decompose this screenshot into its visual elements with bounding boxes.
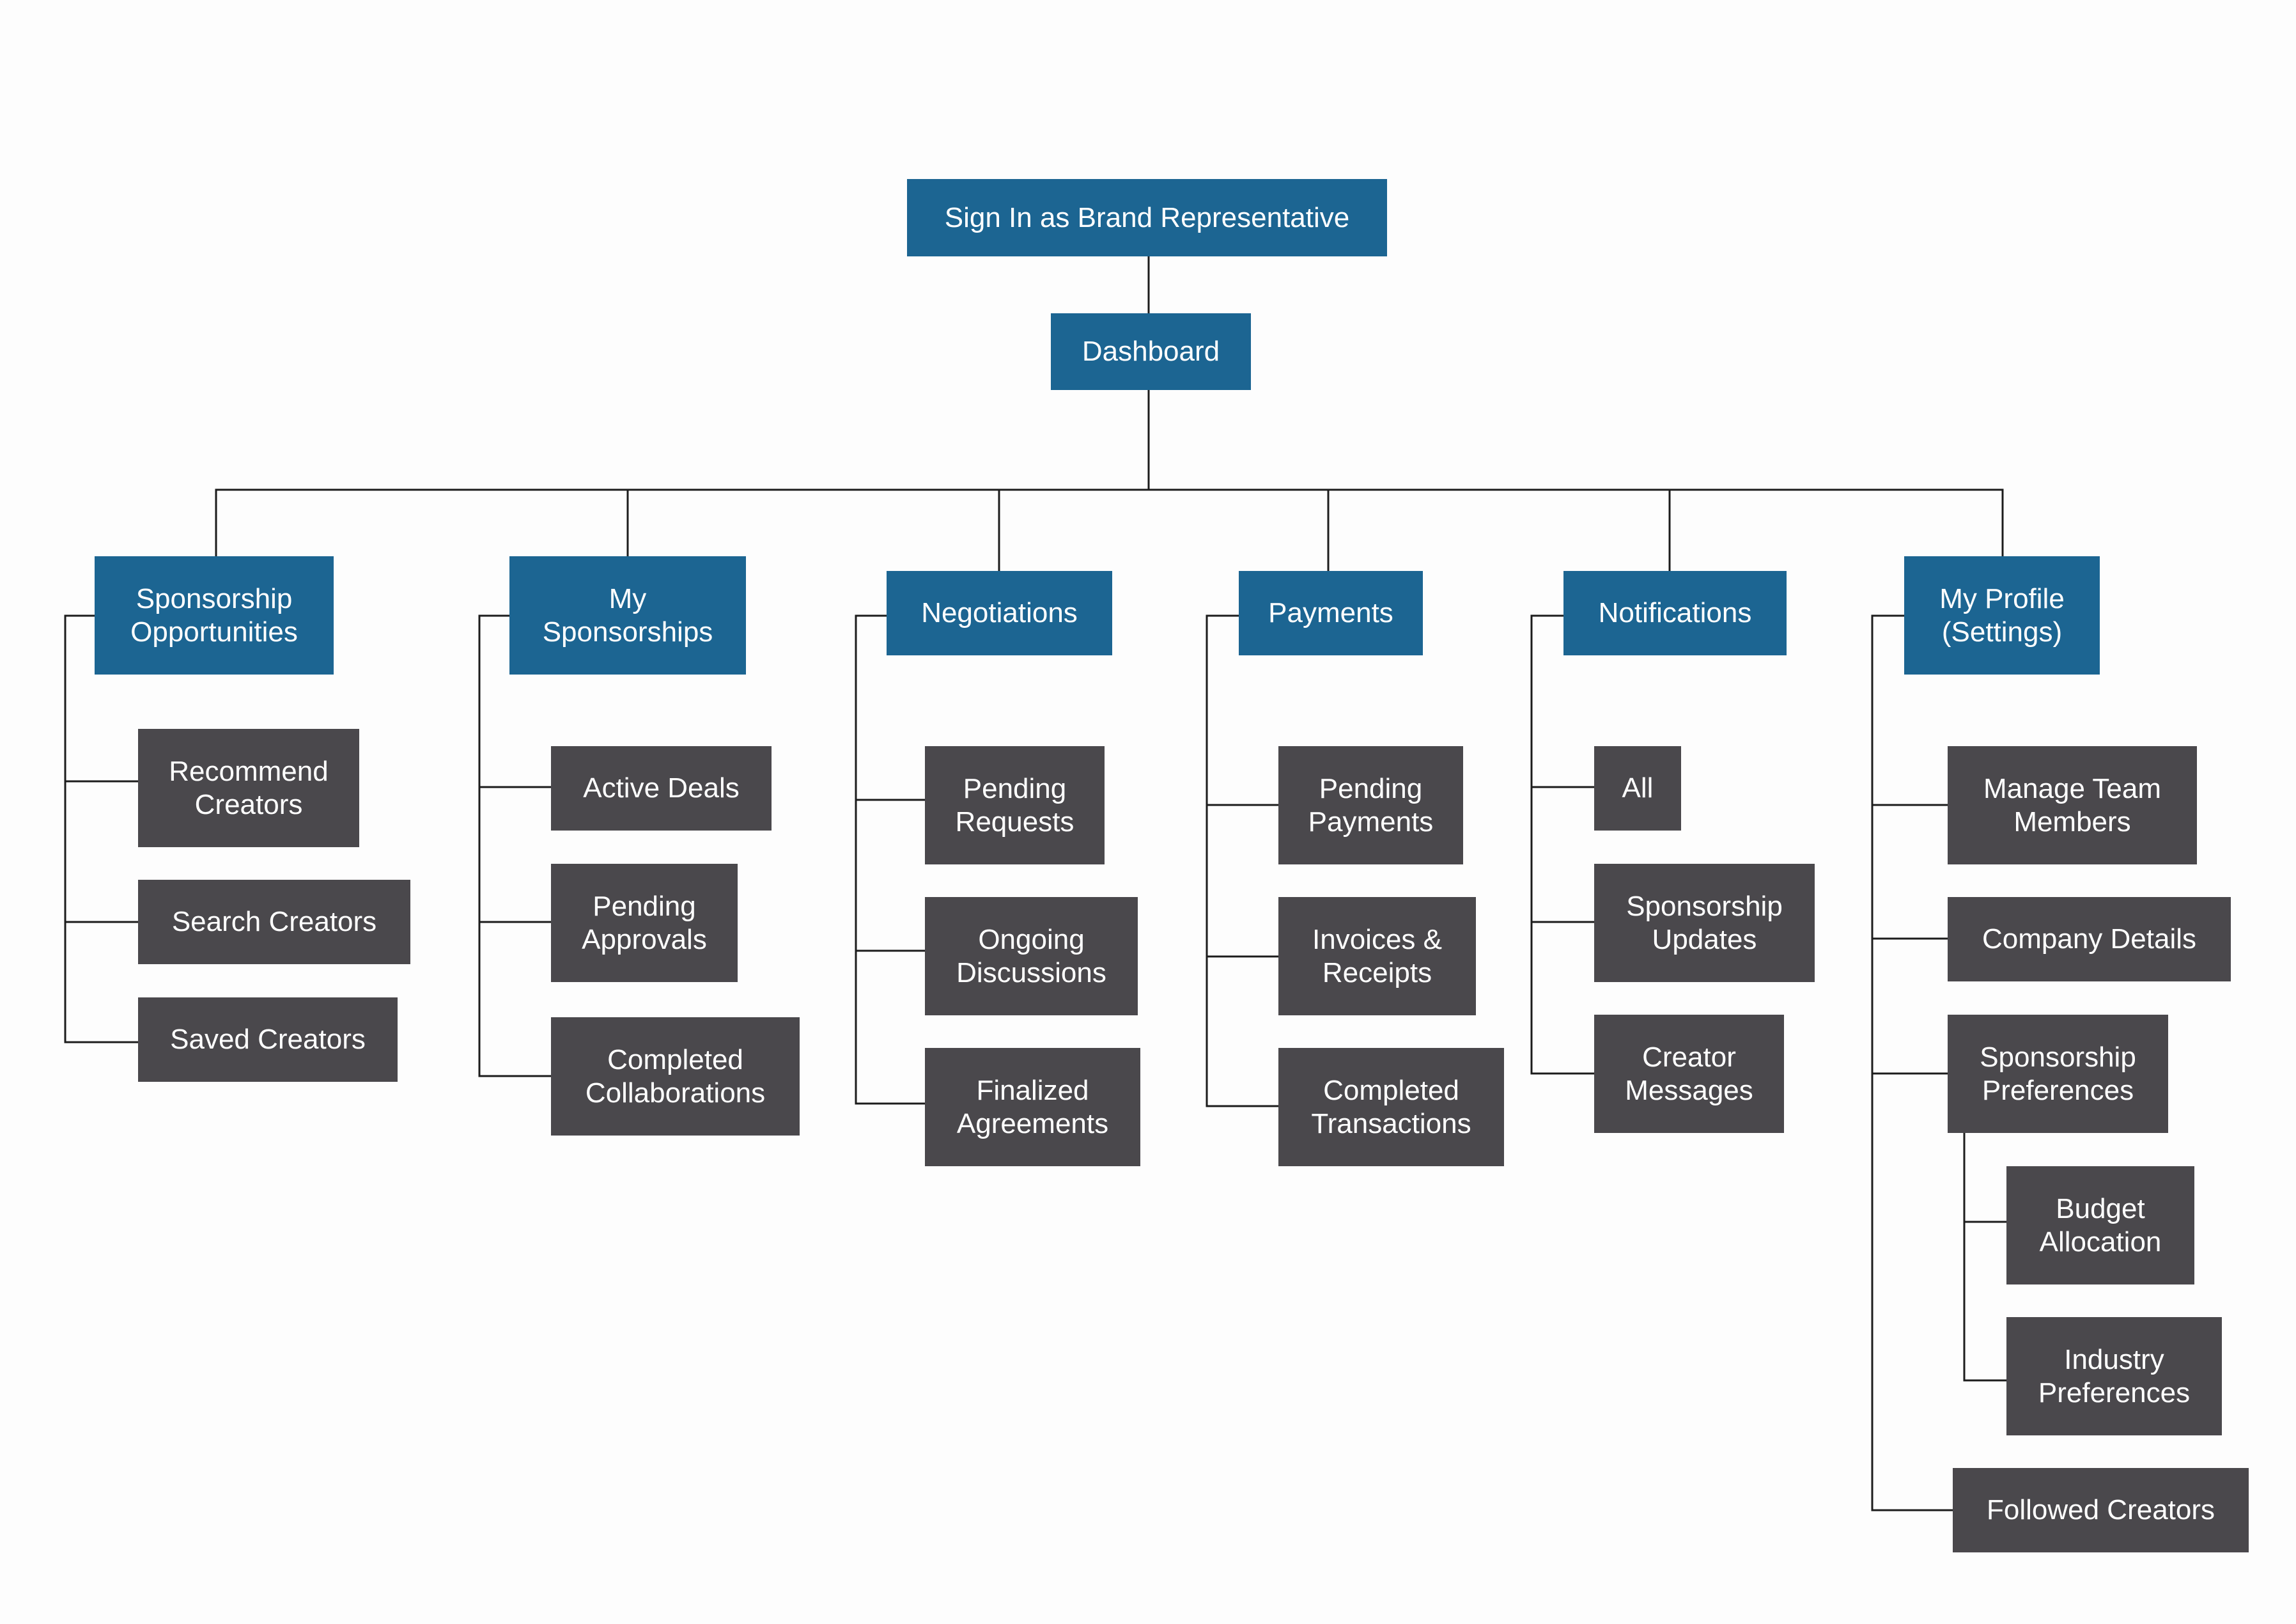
item-invoices-receipts: Invoices & Receipts [1278,897,1476,1015]
item-completed-collaborations: Completed Collaborations [551,1017,800,1136]
item-industry-preferences: Industry Preferences [2006,1317,2222,1435]
item-finalized-agreements: Finalized Agreements [925,1048,1140,1166]
item-followed-creators: Followed Creators [1953,1468,2249,1552]
node-dashboard: Dashboard [1051,313,1251,390]
item-all: All [1594,746,1681,831]
section-sponsorship-opportunities: Sponsorship Opportunities [95,556,334,675]
item-company-details: Company Details [1948,897,2231,981]
item-pending-payments: Pending Payments [1278,746,1463,864]
item-creator-messages: Creator Messages [1594,1015,1784,1133]
section-payments: Payments [1239,571,1423,655]
item-search-creators: Search Creators [138,880,410,964]
section-my-profile-settings: My Profile (Settings) [1904,556,2100,675]
item-active-deals: Active Deals [551,746,772,831]
item-budget-allocation: Budget Allocation [2006,1166,2194,1284]
item-recommend-creators: Recommend Creators [138,729,359,847]
item-manage-team-members: Manage Team Members [1948,746,2197,864]
item-completed-transactions: Completed Transactions [1278,1048,1504,1166]
section-my-sponsorships: My Sponsorships [509,556,746,675]
node-sign-in: Sign In as Brand Representative [907,179,1387,256]
item-pending-requests: Pending Requests [925,746,1105,864]
section-notifications: Notifications [1563,571,1787,655]
item-sponsorship-updates: Sponsorship Updates [1594,864,1815,982]
section-negotiations: Negotiations [887,571,1112,655]
item-sponsorship-preferences: Sponsorship Preferences [1948,1015,2168,1133]
item-saved-creators: Saved Creators [138,997,398,1082]
item-pending-approvals: Pending Approvals [551,864,738,982]
item-ongoing-discussions: Ongoing Discussions [925,897,1138,1015]
